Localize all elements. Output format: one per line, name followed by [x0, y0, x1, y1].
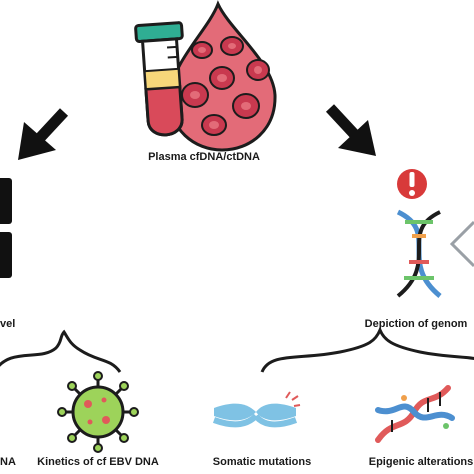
bottom-label-somatic: Somatic mutations [212, 456, 312, 468]
arrow-down-left-icon [18, 108, 69, 160]
left-branch-label: vel [0, 318, 16, 330]
dna-icon [396, 209, 474, 298]
blood-drop-icon [168, 0, 277, 152]
bottom-label-cut: NA [0, 456, 16, 468]
alert-icon [397, 169, 427, 199]
right-branch-label: Depiction of genom [364, 318, 468, 330]
dna-strand-icon [375, 385, 455, 443]
left-cutoff-panel [0, 178, 12, 278]
left-brace [0, 329, 122, 373]
test-tube-icon [134, 21, 184, 137]
arrow-down-right-icon [325, 104, 376, 156]
right-brace [260, 325, 474, 373]
chromosome-mutation-icon [212, 391, 301, 428]
bottom-label-ebv: Kinetics of cf EBV DNA [37, 456, 159, 468]
bottom-label-epigenic: Epigenic alterations [368, 456, 474, 468]
virus-icon [57, 371, 139, 453]
center-label: Plasma cfDNA/ctDNA [148, 151, 260, 163]
